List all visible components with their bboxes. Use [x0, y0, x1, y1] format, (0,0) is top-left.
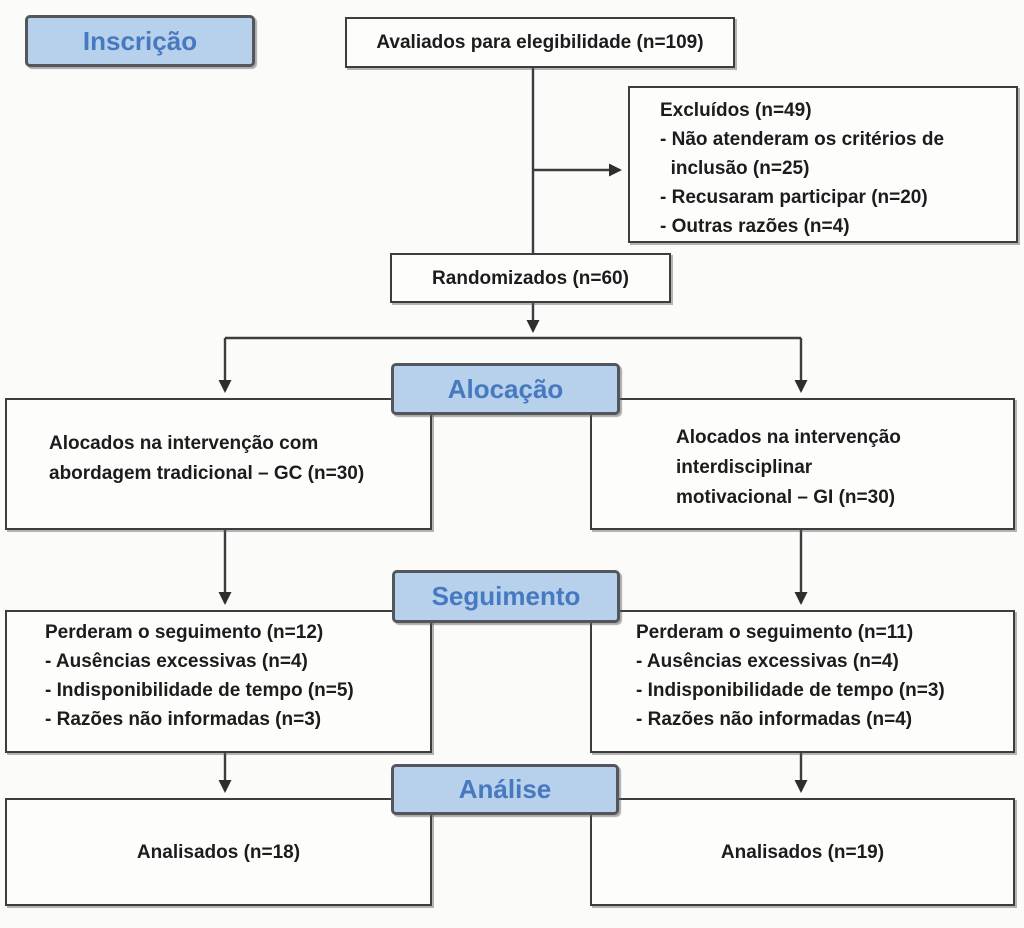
box-analyzed-intervention: Analisados (n=19) [590, 798, 1015, 906]
box-allocation-intervention: Alocados na intervenção interdisciplinar… [590, 398, 1015, 530]
stage-label-followup: Seguimento [392, 570, 620, 623]
box-excluded: Excluídos (n=49) - Não atenderam os crit… [628, 86, 1018, 243]
box-analyzed-intervention-text: Analisados (n=19) [720, 841, 885, 863]
box-followup-control-title: Perderam o seguimento (n=12) [45, 622, 324, 643]
reason-item: - Razões não informadas (n=4) [636, 709, 913, 730]
reason-item: - Ausências excessivas (n=4) [45, 651, 308, 672]
reason-item: - Razões não informadas (n=3) [45, 709, 322, 730]
box-analyzed-control-text: Analisados (n=18) [136, 841, 301, 863]
reason-item: - Não atenderam os critérios de inclusão… [660, 129, 945, 179]
box-excluded-reasons: - Não atenderam os critérios de inclusão… [660, 125, 1000, 241]
box-followup-intervention-reasons: - Ausências excessivas (n=4) - Indisponib… [636, 647, 1005, 734]
box-allocation-control: Alocados na intervenção com abordagem tr… [5, 398, 432, 530]
box-analyzed-control: Analisados (n=18) [5, 798, 432, 906]
box-randomized: Randomizados (n=60) [390, 253, 671, 303]
box-followup-intervention-title: Perderam o seguimento (n=11) [636, 622, 914, 643]
box-assessed-eligibility: Avaliados para elegibilidade (n=109) [345, 17, 735, 68]
reason-item: - Outras razões (n=4) [660, 216, 850, 237]
stage-label-analysis: Análise [391, 764, 619, 815]
box-excluded-title: Excluídos (n=49) [660, 100, 812, 121]
reason-item: - Indisponibilidade de tempo (n=3) [636, 680, 945, 701]
reason-item: - Recusaram participar (n=20) [660, 187, 928, 208]
box-followup-control: Perderam o seguimento (n=12) - Ausências… [5, 610, 432, 753]
stage-label-enrollment: Inscrição [25, 15, 255, 67]
reason-item: - Indisponibilidade de tempo (n=5) [45, 680, 354, 701]
box-followup-intervention: Perderam o seguimento (n=11) - Ausências… [590, 610, 1015, 753]
stage-label-allocation: Alocação [391, 363, 620, 415]
box-followup-control-reasons: - Ausências excessivas (n=4) - Indisponib… [45, 647, 422, 734]
box-assessed-eligibility-text: Avaliados para elegibilidade (n=109) [376, 32, 704, 53]
reason-item: - Ausências excessivas (n=4) [636, 651, 899, 672]
box-randomized-text: Randomizados (n=60) [432, 267, 629, 289]
